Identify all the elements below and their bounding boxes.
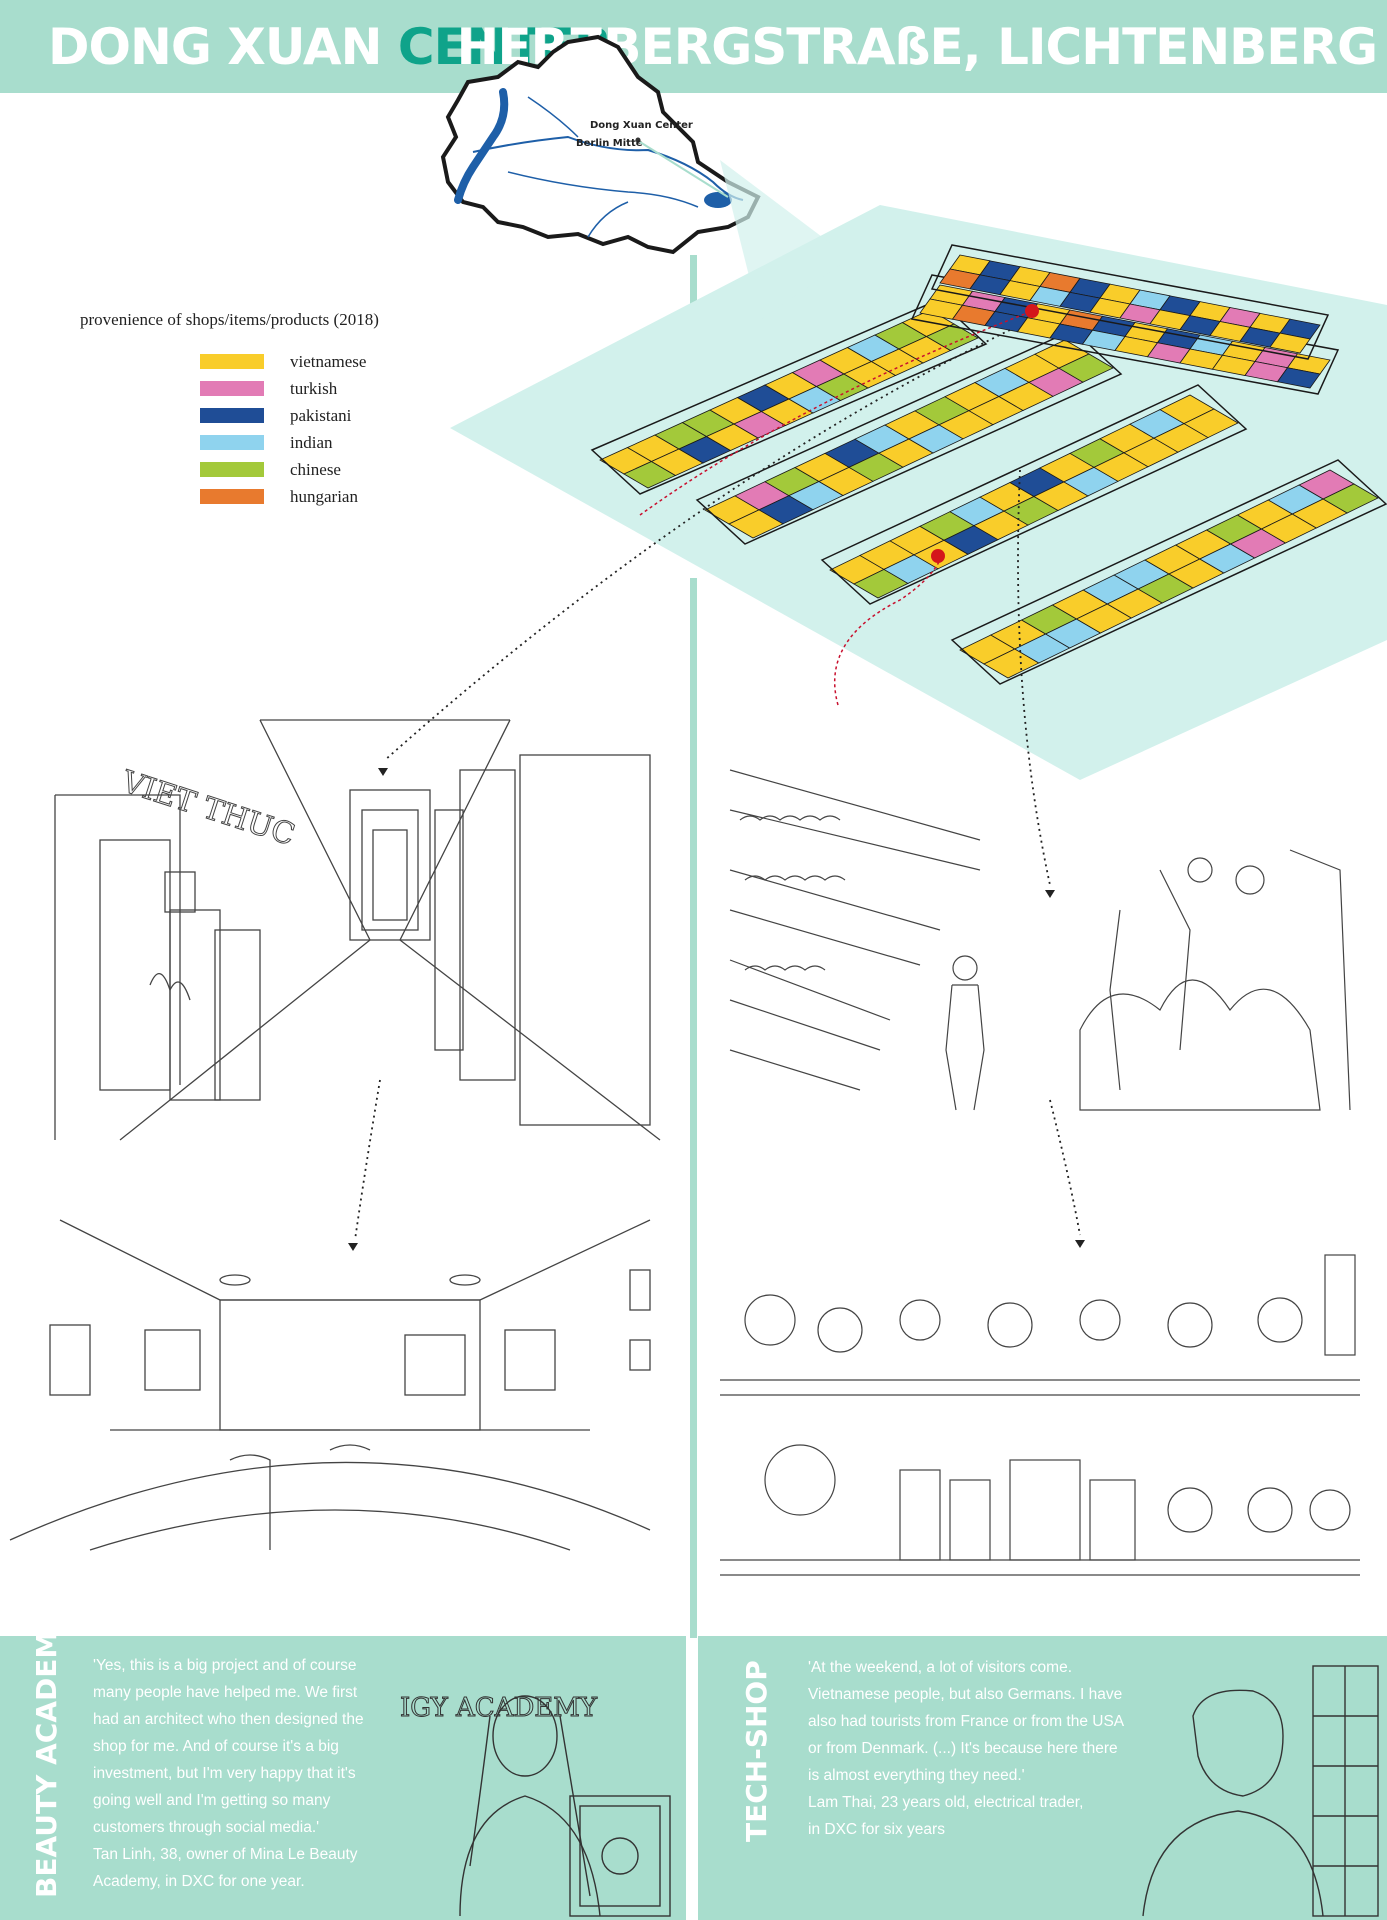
portrait-tan-linh: IGY ACADEMY	[400, 1693, 671, 1917]
legend-swatch	[200, 354, 264, 369]
hall-outline	[930, 244, 1330, 360]
havel-river	[454, 88, 509, 204]
portrait-lam-thai	[1142, 1665, 1379, 1917]
flow-arrows	[348, 329, 1085, 1251]
spree-river	[472, 135, 744, 201]
arrow-path-salon	[354, 1079, 381, 1241]
panel-tech-shop: TECH-SHOP 'At the weekend, a lot of visi…	[698, 1636, 1387, 1920]
legend: provenience of shops/items/products (201…	[80, 310, 420, 510]
hall-outline	[590, 299, 988, 495]
legend-label: chinese	[290, 459, 341, 479]
arrowhead-2	[1045, 890, 1055, 898]
legend-swatch	[200, 408, 264, 423]
stall-segment	[925, 323, 979, 351]
legend-swatch	[200, 381, 264, 396]
map-label-mitte: Berlin Mitte	[576, 138, 643, 149]
hall-outline	[950, 459, 1387, 685]
stall-segment	[1269, 332, 1311, 354]
sketch-shoe-shop	[729, 769, 1351, 1111]
canal-2	[587, 201, 629, 238]
beauty-quote: 'Yes, this is a big project and of cours…	[93, 1657, 364, 1890]
sketch-corridor: VIET THUC	[54, 719, 661, 1141]
beauty-academy-tag: BEAUTY ACADEMY	[30, 1610, 63, 1898]
berlin-map: Dong Xuan Center Berlin Mitte	[440, 34, 761, 255]
hall-outline	[820, 384, 1248, 605]
legend-title: provenience of shops/items/products (201…	[80, 310, 379, 329]
arrow-path-tech	[1049, 1099, 1081, 1236]
legend-item-indian: indian	[200, 429, 420, 456]
market-axonometric	[450, 160, 1387, 780]
academy-sign: IGY ACADEMY	[400, 1693, 598, 1723]
tech-shop-tag: TECH-SHOP	[740, 1660, 773, 1842]
red-marker-1	[1025, 304, 1039, 318]
walkway-dashed-2	[834, 559, 941, 706]
legend-label: vietnamese	[290, 351, 367, 371]
header-band	[0, 0, 1387, 93]
arrowhead-3	[348, 1243, 358, 1251]
market-halls	[590, 244, 1387, 685]
arrowhead-4	[1075, 1240, 1085, 1248]
red-marker-2	[931, 549, 945, 563]
canal-1	[507, 171, 699, 208]
stall-segment	[1058, 353, 1114, 383]
sketch-beauty-salon	[9, 1219, 651, 1551]
legend-item-chinese: chinese	[200, 456, 420, 483]
divider-center	[690, 578, 697, 1638]
stall-segment	[1183, 408, 1239, 439]
stall-segment	[1276, 367, 1321, 389]
legend-swatch	[200, 489, 264, 504]
tech-quote: 'At the weekend, a lot of visitors come.…	[808, 1659, 1125, 1838]
hall-outline	[695, 329, 1123, 545]
panel-beauty-academy: BEAUTY ACADEMY 'Yes, this is a big proje…	[0, 1610, 686, 1920]
arrow-path-corridor	[384, 329, 1011, 761]
legend-label: hungarian	[290, 486, 358, 506]
map-leader-line	[639, 141, 729, 198]
canal-3	[527, 96, 579, 138]
stall-segment	[1322, 483, 1379, 514]
legend-item-hungarian: hungarian	[200, 483, 420, 510]
legend-label: pakistani	[290, 405, 352, 425]
walkway-dashed-1	[639, 311, 1031, 516]
legend-item-turkish: turkish	[200, 375, 420, 402]
location-marker	[635, 137, 641, 143]
legend-swatch	[200, 462, 264, 477]
map-projection-wedge	[720, 160, 850, 320]
sketch-tech-shelves	[720, 1254, 1360, 1576]
legend-item-vietnamese: vietnamese	[200, 348, 420, 375]
title-part-1: DONG XUAN	[48, 18, 398, 76]
divider-top	[690, 255, 697, 311]
arrow-path-shoe	[1017, 469, 1051, 886]
arrowhead-1	[378, 768, 388, 776]
legend-item-pakistani: pakistani	[200, 402, 420, 429]
legend-label: indian	[290, 432, 333, 452]
legend-swatch	[200, 435, 264, 450]
legend-label: turkish	[290, 378, 338, 398]
map-label-center: Dong Xuan Center	[590, 120, 693, 131]
